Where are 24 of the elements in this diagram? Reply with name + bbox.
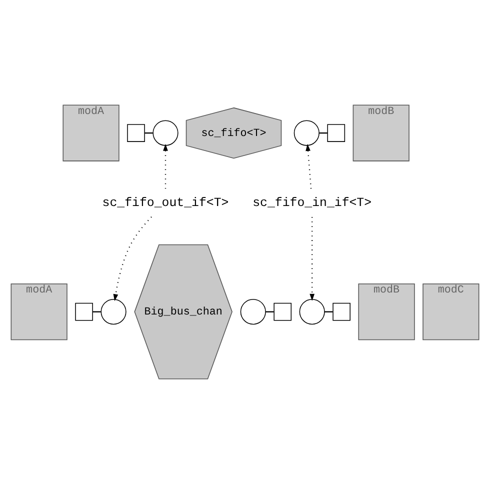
- arrow: [310, 217, 315, 301]
- node-box: [332, 302, 350, 321]
- node-circle: [240, 299, 266, 325]
- node-circle: [294, 120, 320, 146]
- node-box: [127, 124, 145, 142]
- node-box: modA: [10, 284, 68, 340]
- node-box: modB: [352, 104, 410, 162]
- node-text: sc_fifo_out_if<T>: [102, 196, 229, 210]
- node-box: modA: [62, 104, 120, 162]
- node-box: [274, 302, 292, 321]
- node-box: modC: [422, 284, 480, 340]
- arrow: [163, 144, 168, 189]
- node-circle: [299, 299, 325, 325]
- node-box: [327, 124, 346, 142]
- node-circle: [152, 120, 178, 146]
- arrow: [113, 216, 152, 302]
- connector: [324, 311, 333, 312]
- node-text: sc_fifo_in_if<T>: [252, 196, 372, 210]
- connector: [266, 311, 274, 312]
- connector: [92, 311, 101, 312]
- node-circle: [100, 299, 126, 325]
- node-box: [75, 302, 93, 321]
- node-box: modB: [358, 284, 415, 340]
- arrow: [306, 144, 312, 189]
